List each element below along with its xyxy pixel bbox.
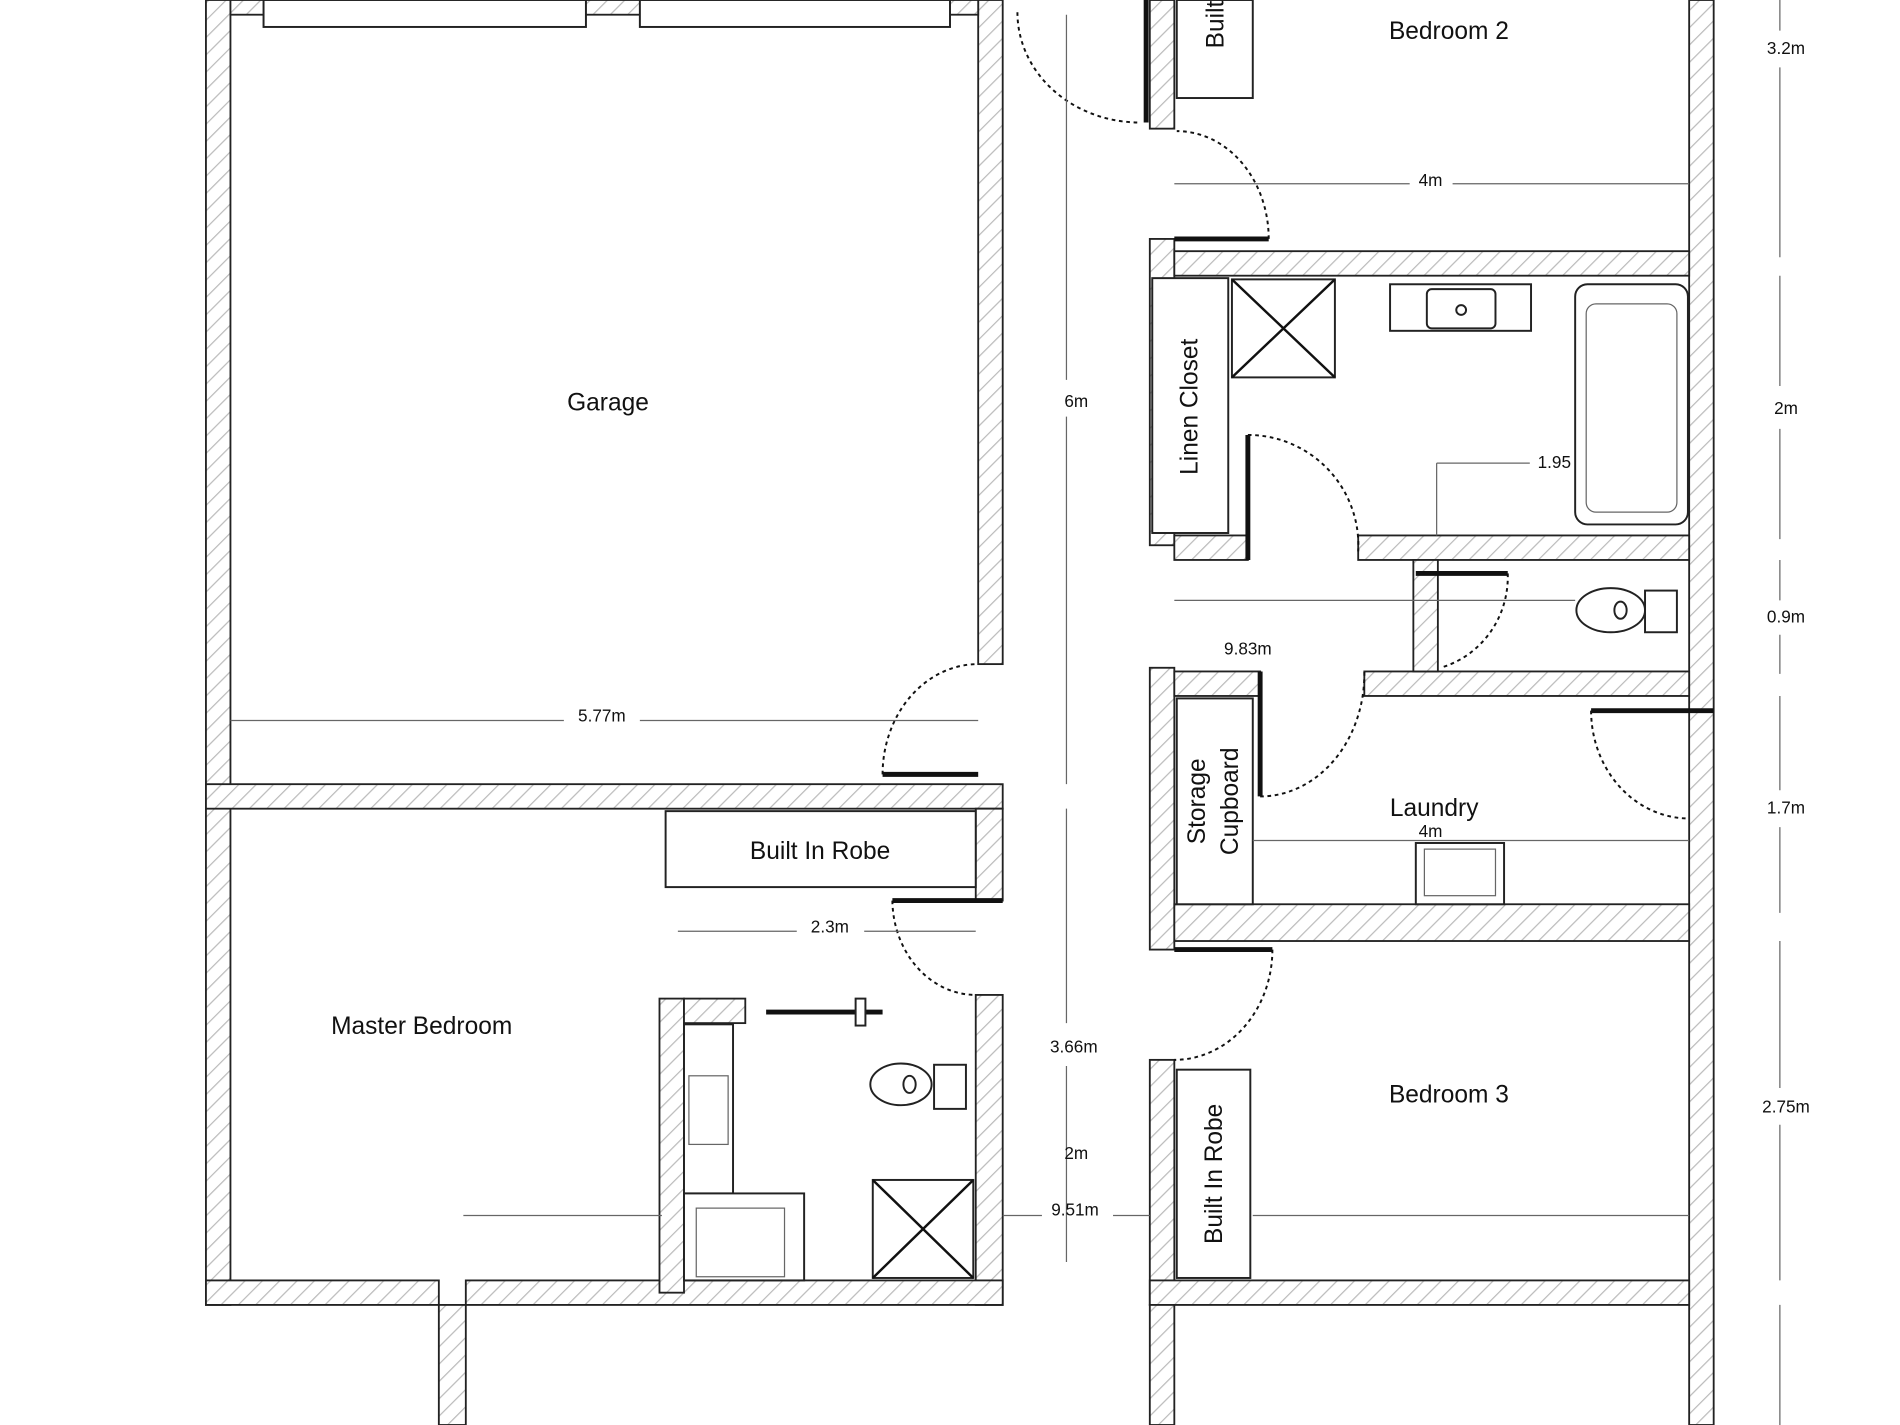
dim-bed2-width: 4m <box>1419 170 1443 190</box>
storage-label-line1: Storage <box>1184 758 1211 844</box>
ensuite-shower-icon <box>871 1178 975 1279</box>
garage-doors <box>262 0 951 28</box>
storage-label-line2: Cupboard <box>1217 748 1244 856</box>
sink-icon <box>1389 283 1533 332</box>
dim-bath-depth: 2m <box>1774 398 1798 418</box>
dim-laundry-depth: 1.7m <box>1767 798 1805 818</box>
dim-ensuite-depth: 2m <box>1064 1143 1088 1163</box>
robe-label-bedroom2: Built <box>1202 0 1229 48</box>
room-label-master-bedroom: Master Bedroom <box>331 1013 512 1040</box>
door-swings <box>766 0 1714 1061</box>
dim-overall-left: 9.51m <box>1051 1199 1099 1219</box>
dim-corridor-length: 6m <box>1064 391 1088 411</box>
dim-overall-right: 9.83m <box>1224 638 1272 658</box>
dim-laundry-width: 4m <box>1419 821 1443 841</box>
bathtub-icon <box>1574 283 1689 526</box>
dimension-labels: 5.77m 6m 2.3m 3.66m 2m 9.51m 4m 1.95 9.8… <box>578 38 1810 1220</box>
room-label-bedroom2: Bedroom 2 <box>1389 18 1509 45</box>
dim-garage-width: 5.77m <box>578 706 626 726</box>
dim-bed3-depth: 2.75m <box>1762 1097 1810 1117</box>
ensuite-vanity-icon <box>683 1023 735 1195</box>
linen-closet-label: Linen Closet <box>1177 339 1204 475</box>
room-label-garage: Garage <box>567 389 649 416</box>
shower-icon <box>1230 278 1336 379</box>
dim-bed2-depth: 3.2m <box>1767 38 1805 58</box>
dim-ensuite-width: 2.3m <box>811 916 849 936</box>
laundry-sink-icon <box>1414 842 1506 906</box>
dimension-lines <box>230 0 1781 1425</box>
robe-label-master: Built In Robe <box>750 838 890 865</box>
dim-wc-depth: 0.9m <box>1767 606 1805 626</box>
fixtures <box>664 0 1689 1282</box>
room-label-bedroom3: Bedroom 3 <box>1389 1082 1509 1109</box>
ensuite-toilet-icon <box>869 1062 967 1110</box>
room-labels: Garage Master Bedroom Bedroom 2 Bedroom … <box>331 0 1509 1243</box>
dim-bath-width: 1.95 <box>1538 452 1571 472</box>
room-label-laundry: Laundry <box>1390 795 1479 822</box>
dim-master-depth: 3.66m <box>1050 1037 1098 1057</box>
toilet-icon <box>1575 587 1678 634</box>
robe-label-bedroom3: Built In Robe <box>1201 1104 1228 1244</box>
